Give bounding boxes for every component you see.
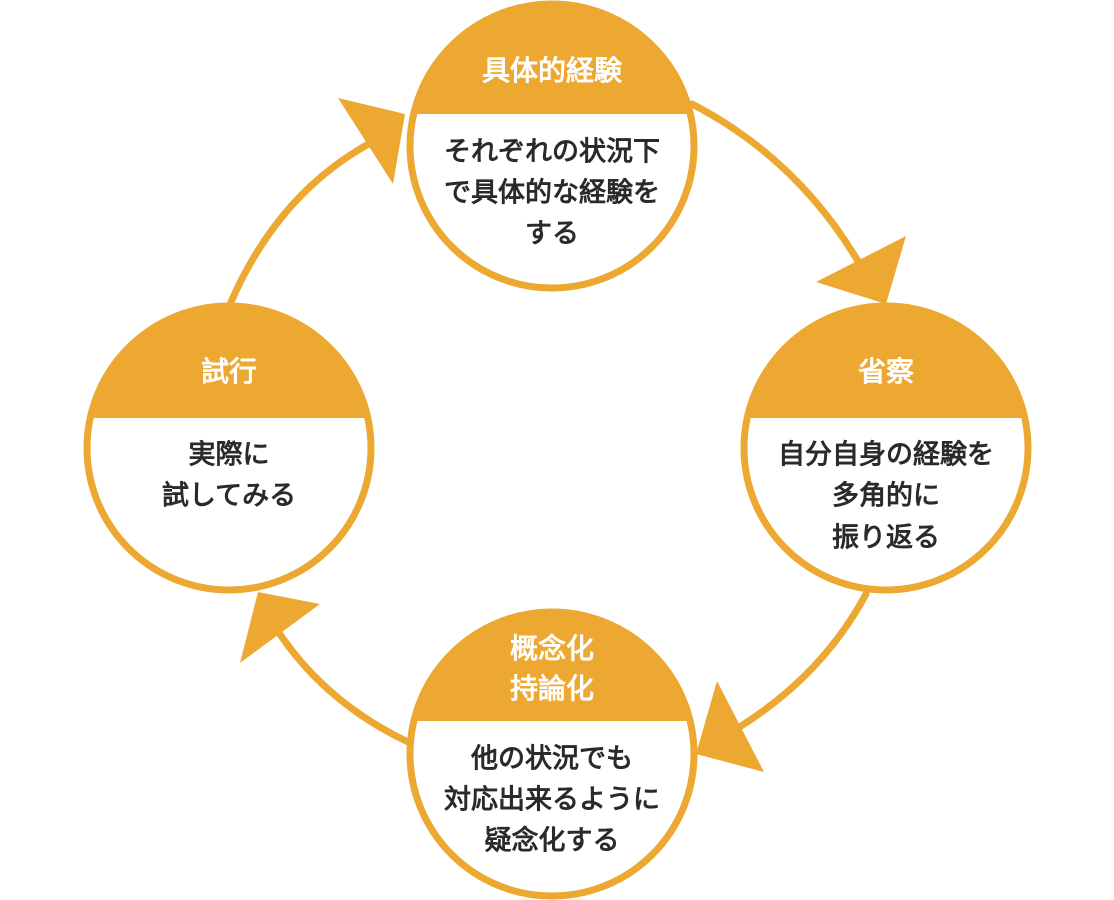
node-reflection: 省察 自分自身の経験を 多角的に 振り返る bbox=[740, 302, 1032, 594]
node-description-line: 自分自身の経験を bbox=[778, 439, 994, 471]
node-title: 省察 bbox=[858, 355, 915, 388]
node-title: 具体的経験 bbox=[482, 54, 623, 87]
node-concrete-experience: 具体的経験 それぞれの状況下 で具体的な経験を する bbox=[406, 0, 698, 292]
node-conceptualization: 概念化 持論化 他の状況でも 対応出来るように 疑念化する bbox=[406, 608, 698, 900]
node-description-line: 対応出来るように bbox=[444, 784, 660, 816]
node-description-line: 振り返る bbox=[832, 523, 940, 554]
node-experimentation: 試行 実際に 試してみる bbox=[83, 302, 375, 594]
connector-arc-bottom-left bbox=[268, 618, 412, 746]
arrowhead-to-conceptualization bbox=[696, 681, 764, 772]
node-description-line: 他の状況でも bbox=[470, 744, 633, 775]
arrowhead-to-concrete-experience bbox=[338, 98, 405, 184]
node-description-line: 多角的に bbox=[832, 480, 940, 512]
arrowhead-to-experimentation bbox=[240, 592, 320, 663]
node-title: 試行 bbox=[201, 355, 257, 388]
node-description-line: 実際に bbox=[189, 439, 270, 471]
connector-arc-right-bottom bbox=[724, 590, 870, 738]
arrowhead-to-reflection bbox=[816, 236, 906, 304]
node-title: 持論化 bbox=[510, 672, 594, 705]
node-title: 概念化 bbox=[510, 632, 594, 665]
node-description-line: で具体的な経験を bbox=[444, 177, 660, 209]
node-description-line: それぞれの状況下 bbox=[444, 137, 660, 168]
node-description-line: する bbox=[525, 219, 579, 250]
connector-arc-top-right bbox=[688, 100, 866, 272]
node-description-line: 試してみる bbox=[162, 480, 296, 512]
connector-arc-left-top bbox=[227, 136, 380, 306]
node-description-line: 疑念化する bbox=[485, 825, 620, 857]
